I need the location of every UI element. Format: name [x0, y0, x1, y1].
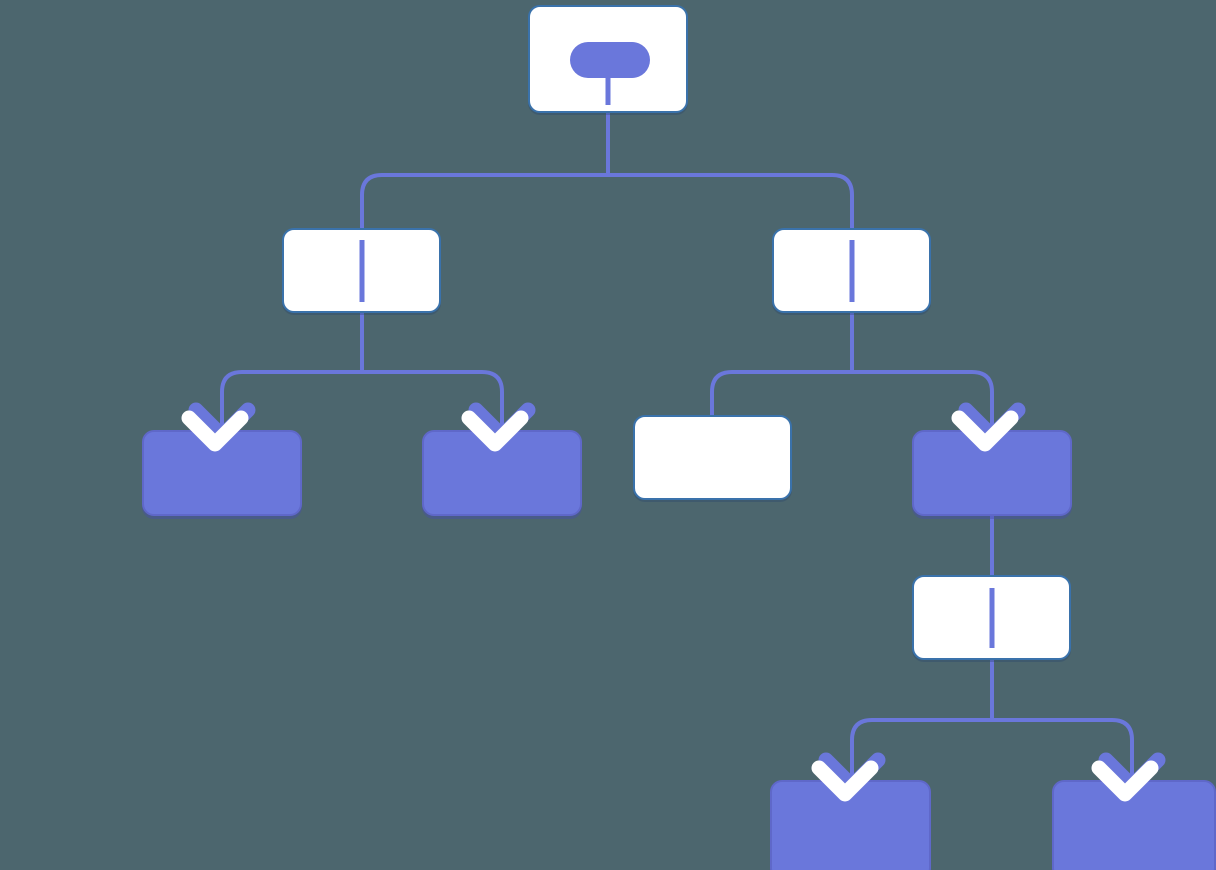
node-leaf-3[interactable]: [912, 430, 1072, 516]
root-pill-badge: [570, 42, 650, 78]
node-level4-white[interactable]: [912, 575, 1071, 660]
node-leaf-1[interactable]: [142, 430, 302, 516]
node-level2-left[interactable]: [282, 228, 441, 313]
node-leaf-5[interactable]: [1052, 780, 1216, 870]
node-root[interactable]: [528, 5, 688, 113]
node-leaf-2[interactable]: [422, 430, 582, 516]
node-level2-right[interactable]: [772, 228, 931, 313]
node-level3-white[interactable]: [633, 415, 792, 500]
node-leaf-4[interactable]: [770, 780, 931, 870]
